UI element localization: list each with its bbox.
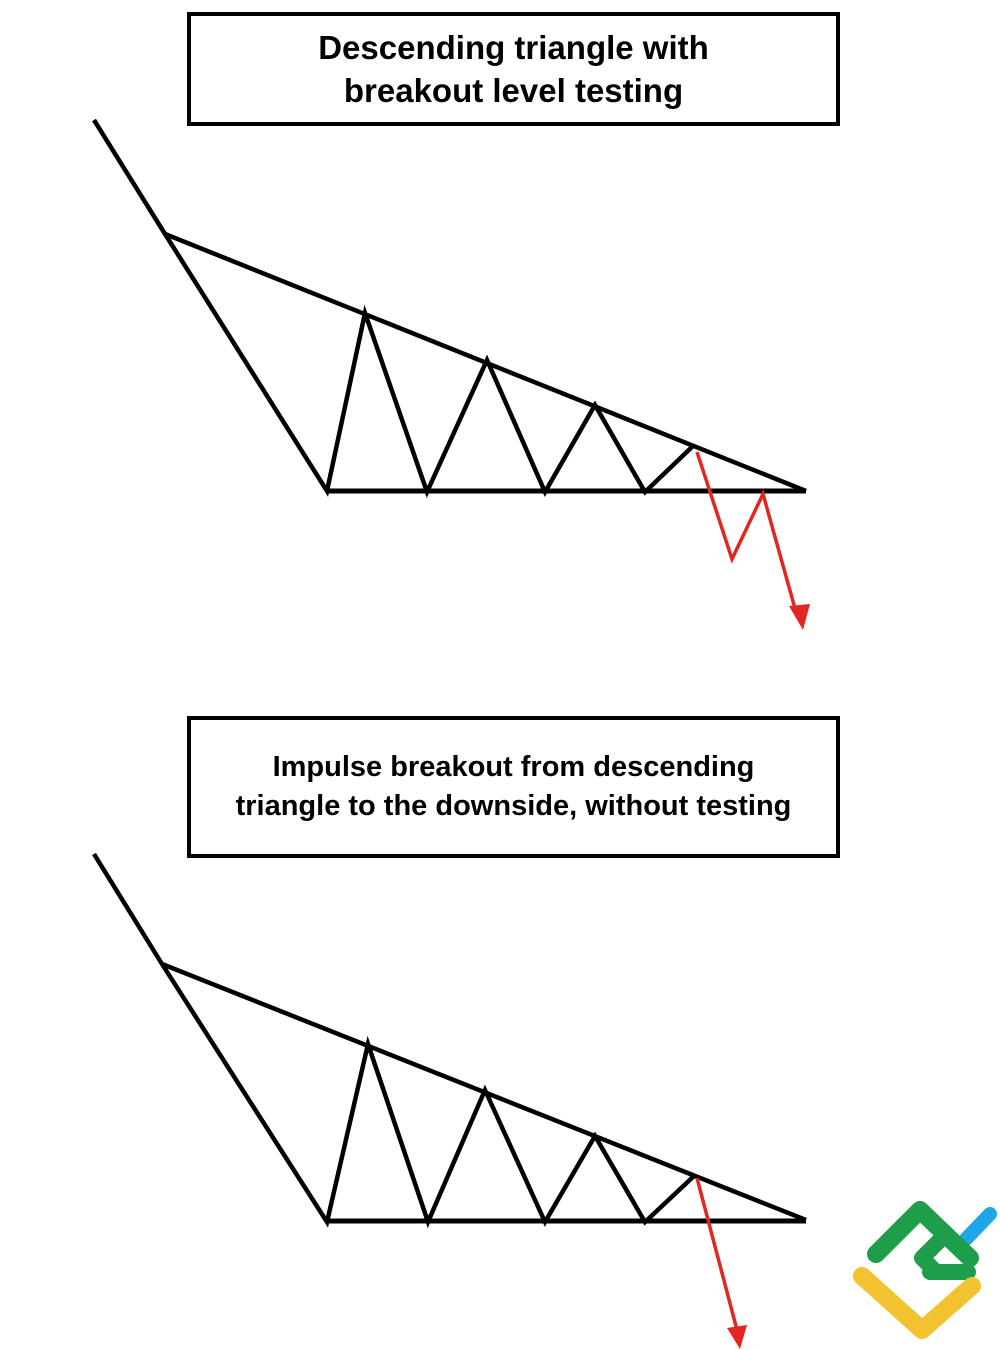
title-box-impulse: Impulse breakout from descending triangl… xyxy=(187,716,840,858)
title-line: breakout level testing xyxy=(343,72,684,109)
breakout-arrow-impulse xyxy=(695,1177,747,1349)
descending-triangle-impulse xyxy=(92,852,807,1229)
title-line: Impulse breakout from descending xyxy=(272,751,755,783)
title-box-retest: Descending triangle with breakout level … xyxy=(187,12,840,126)
breakout-arrow-retest xyxy=(695,451,810,630)
arrowhead-icon xyxy=(789,604,810,630)
title-line: Descending triangle with xyxy=(318,29,709,66)
logo-green-chevron xyxy=(867,1201,979,1267)
resistance-line xyxy=(164,231,807,494)
descending-triangle-retest xyxy=(92,118,807,499)
price-zigzag xyxy=(92,852,696,1229)
logo-yellow-v xyxy=(853,1267,981,1339)
resistance-line xyxy=(161,961,807,1223)
title-line: triangle to the downside, without testin… xyxy=(235,790,792,822)
arrowhead-icon xyxy=(727,1325,747,1349)
logo-blue-stroke xyxy=(959,1207,997,1246)
price-zigzag xyxy=(92,118,695,499)
brand-logo xyxy=(853,1201,997,1339)
